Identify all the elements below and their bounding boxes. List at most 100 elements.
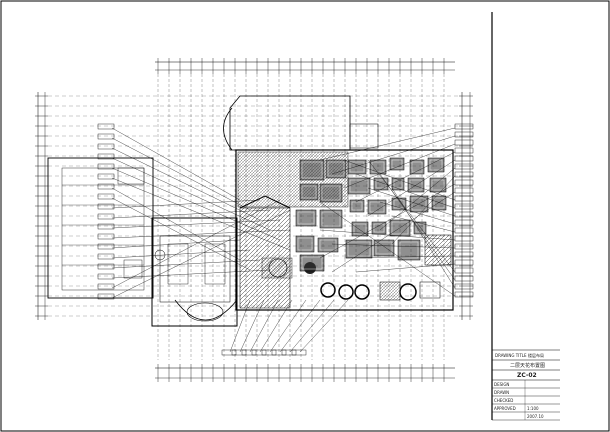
room-block-inner (327, 161, 345, 177)
annotation-tag (454, 243, 474, 250)
room-block (429, 177, 447, 193)
annotation-tag (454, 155, 474, 162)
leader-line (391, 175, 456, 245)
leader-line (289, 299, 335, 353)
room-block-inner (429, 159, 443, 171)
bottom-grid-ticks (157, 364, 445, 382)
annotation-tag (97, 223, 115, 230)
leader-line (111, 167, 281, 241)
room-block-inner (391, 221, 409, 235)
date-value: 2007.10 (527, 414, 544, 419)
annotation-tag (97, 263, 115, 270)
leader-line (331, 135, 456, 175)
annotation-tag (97, 163, 115, 170)
leader-line (111, 127, 241, 201)
leader-line (379, 173, 456, 281)
room-block (347, 177, 371, 195)
annotation-tag (454, 179, 474, 186)
left-grid-ticks (35, 95, 48, 317)
leader-line (319, 183, 456, 259)
leader-line (259, 299, 293, 353)
leader-line (343, 159, 456, 201)
annotation-tag (454, 195, 474, 202)
title-block: DRAWING TITLE 楼层布局 二层天花布置图 ZC-02 DESIGN … (491, 12, 560, 421)
leader-line (331, 191, 456, 273)
annotation-tag (97, 143, 115, 150)
room-block (367, 199, 387, 215)
room-block-inner (371, 161, 385, 173)
scale-value: 1:100 (527, 406, 539, 411)
annotation-tag (97, 253, 115, 260)
annotation-tag (454, 219, 474, 226)
room-block-inner (411, 197, 427, 211)
annotation-tag (454, 275, 474, 282)
annotation-tag (261, 349, 277, 356)
leader-line (319, 127, 456, 161)
leader-line (111, 199, 281, 289)
annotation-tags-right (454, 123, 474, 298)
room-block (317, 237, 339, 253)
room-block (397, 239, 421, 261)
leader-line (111, 137, 251, 211)
annotation-tag (271, 349, 287, 356)
annotation-tag (97, 153, 115, 160)
room-block (373, 239, 395, 257)
room-block (371, 221, 387, 235)
annotation-tag (97, 203, 115, 210)
leader-line (319, 201, 456, 297)
annotation-tag (454, 203, 474, 210)
annotation-tag (97, 273, 115, 280)
room-block-inner (433, 197, 445, 209)
annotation-tag (97, 133, 115, 140)
leader-line (111, 229, 291, 239)
room-block (369, 159, 387, 175)
leader-lines (111, 127, 456, 353)
room-block (349, 199, 365, 213)
room-blocks (295, 157, 447, 272)
annotation-tag (281, 349, 297, 356)
room-block (299, 254, 325, 272)
leader-line (111, 177, 291, 251)
annotation-tag (97, 233, 115, 240)
room-block (347, 159, 367, 175)
leader-line (111, 197, 251, 271)
leader-line (111, 259, 261, 269)
annotation-tag (454, 267, 474, 274)
leader-line (367, 159, 456, 217)
annotation-tag (291, 349, 307, 356)
top-grid-ticks (157, 58, 445, 74)
annotation-tag (454, 283, 474, 290)
room-block-inner (351, 201, 363, 211)
annotation-tag (454, 139, 474, 146)
annotation-tag (97, 123, 115, 130)
leader-line (331, 243, 456, 249)
room-block-inner (321, 185, 341, 201)
leader-line (343, 143, 456, 189)
room-block-inner (319, 239, 337, 251)
leader-line (249, 299, 279, 353)
leader-line (269, 299, 307, 353)
leader-line (111, 269, 271, 279)
room-block-inner (297, 211, 315, 225)
annotation-tag (454, 251, 474, 258)
drawing-title-label: DRAWING TITLE (495, 353, 527, 358)
annotation-tag (97, 213, 115, 220)
room-block (299, 183, 319, 201)
room-block-inner (375, 179, 387, 189)
annotation-tags-bottom (221, 349, 307, 356)
leader-line (239, 299, 265, 353)
bottom-dimension-line (155, 367, 455, 379)
leader-line (279, 299, 321, 353)
room-block-inner (409, 179, 423, 191)
leader-line (111, 147, 261, 221)
leader-line (299, 299, 349, 353)
room-block-inner (393, 179, 403, 189)
annotation-tag (97, 293, 115, 300)
leader-line (355, 151, 456, 203)
room-block-inner (411, 161, 423, 173)
leader-line (111, 219, 281, 229)
room-block-inner (391, 159, 403, 169)
annotation-tag (97, 173, 115, 180)
annotation-tag (97, 193, 115, 200)
